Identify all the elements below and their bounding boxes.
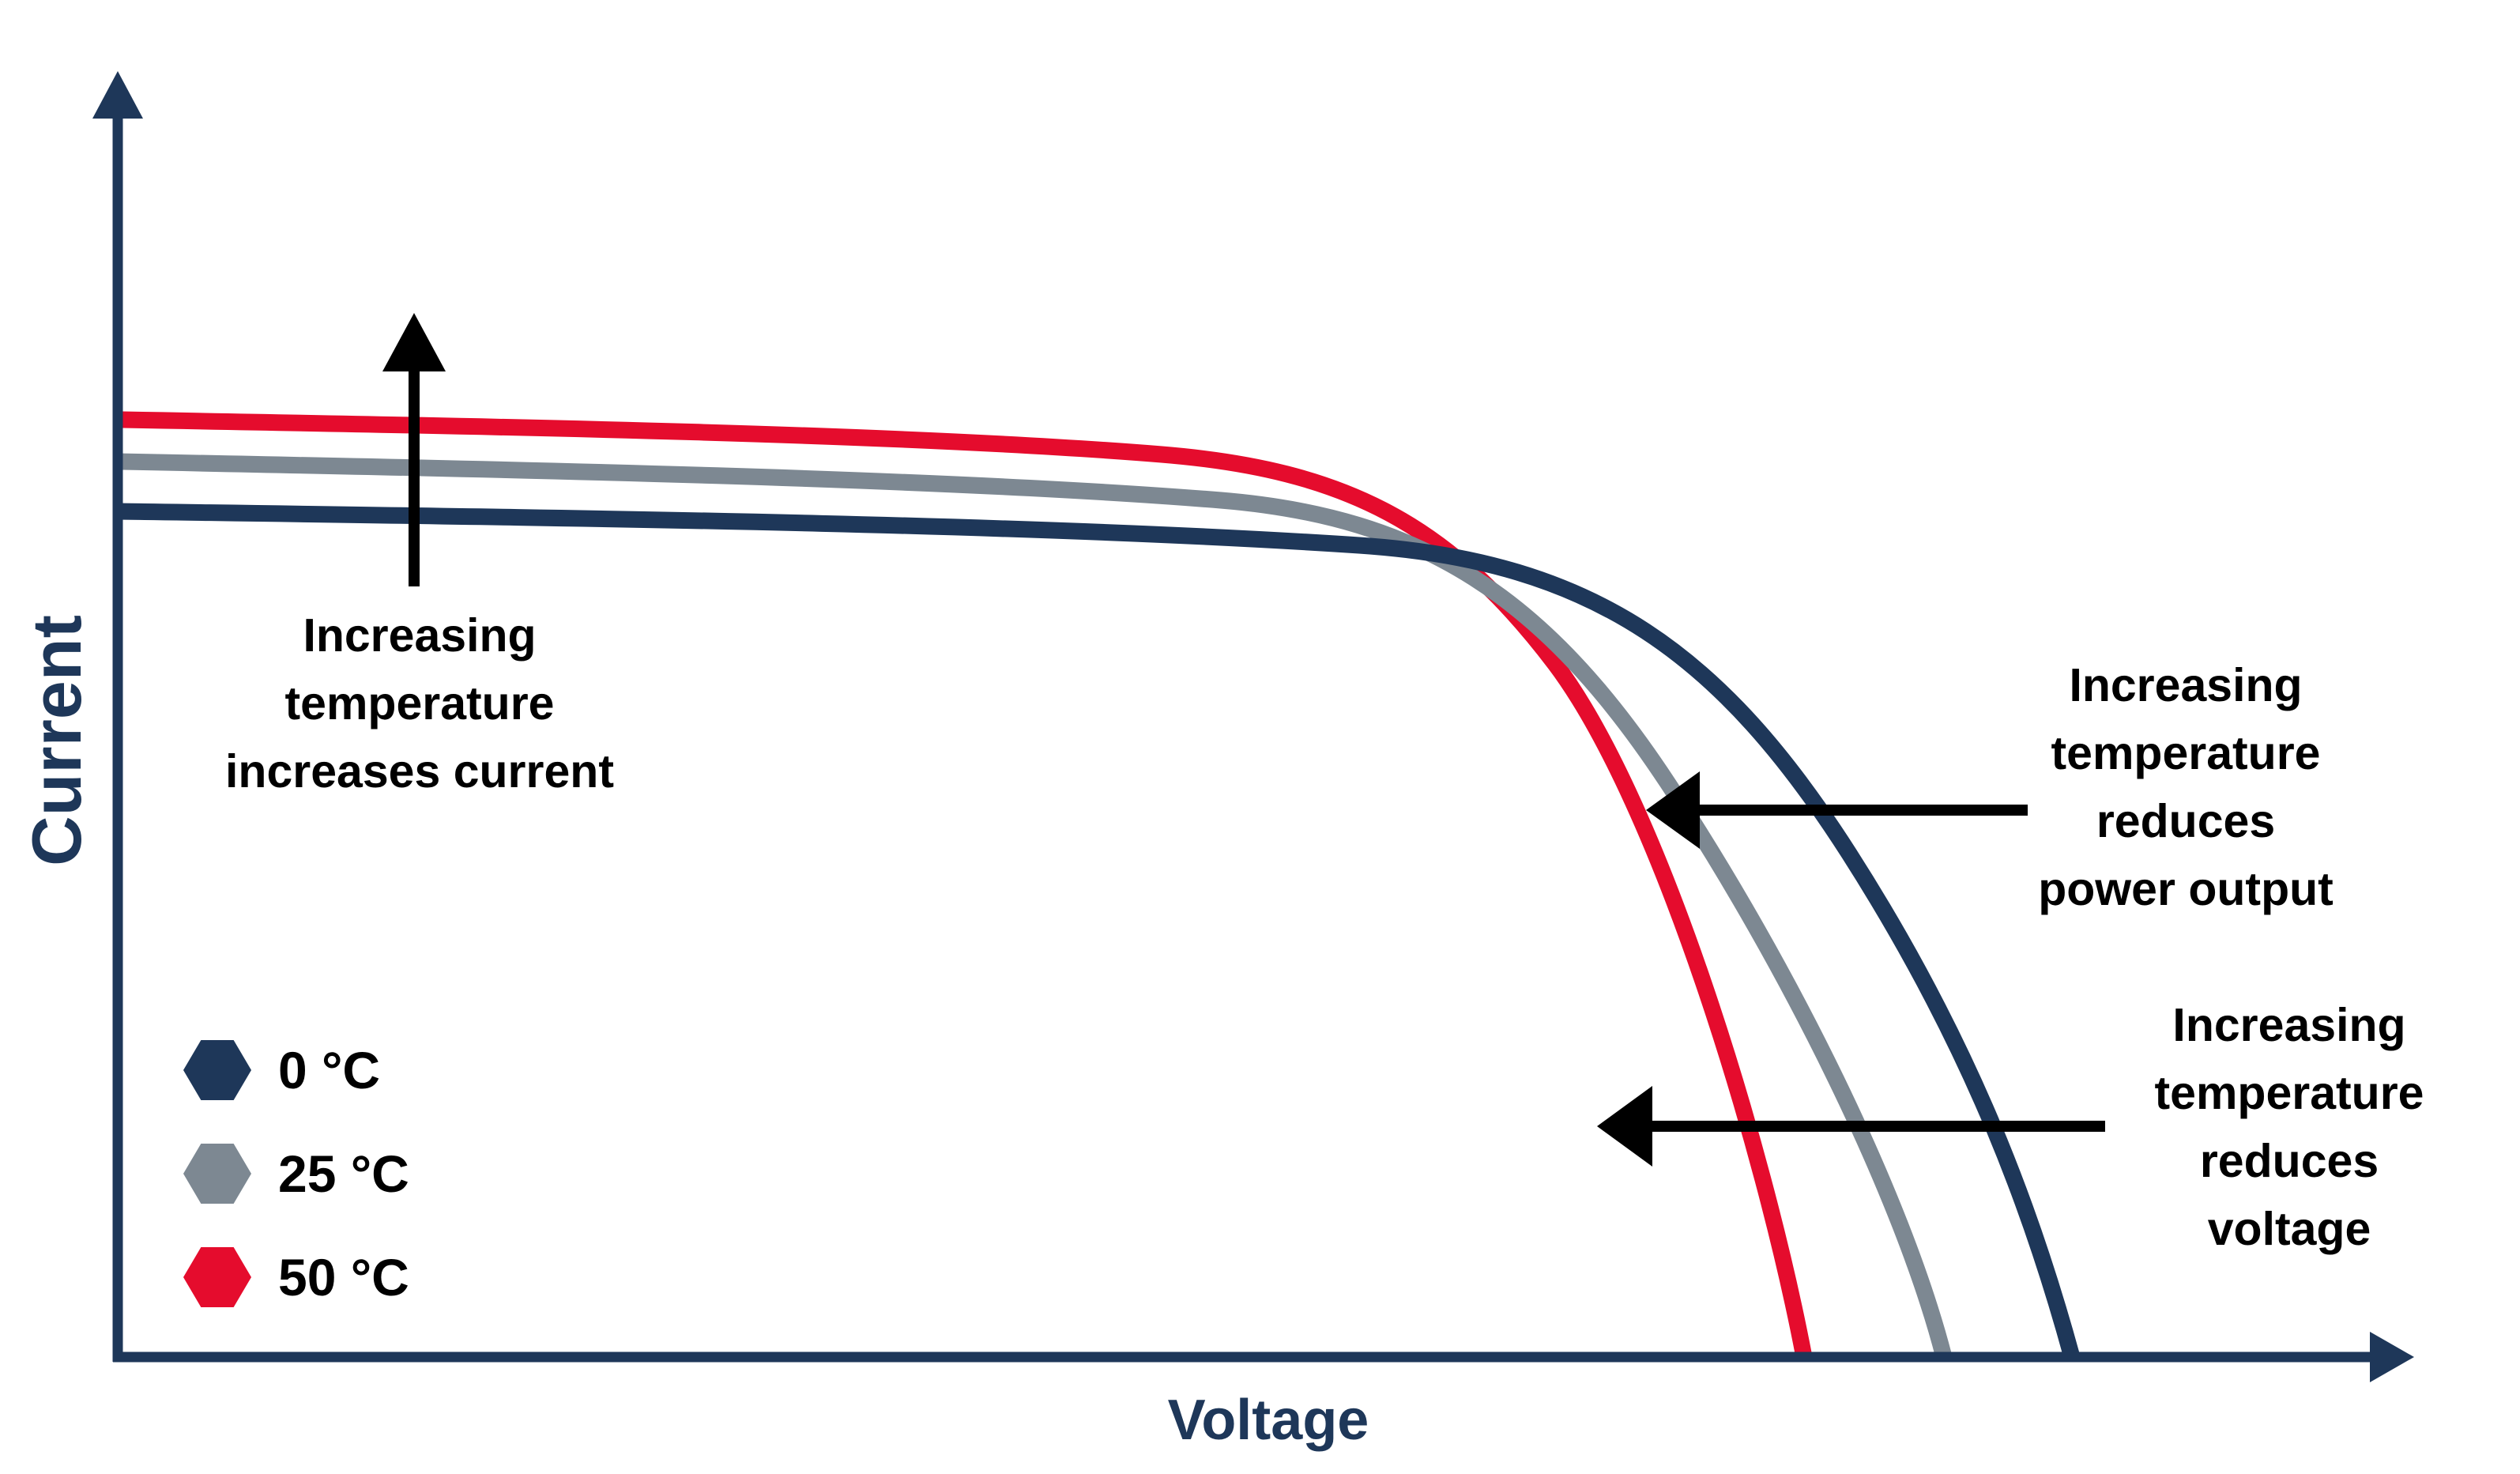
legend-item-50c: 50 °C (183, 1247, 409, 1307)
x-axis-label: Voltage (1167, 1389, 1369, 1452)
x-axis-arrowhead-icon (2370, 1332, 2414, 1382)
legend-label-0c: 0 °C (278, 1041, 381, 1099)
legend-item-0c: 0 °C (183, 1040, 409, 1100)
left-arrow-power-icon (1646, 771, 2028, 849)
legend-label-50c: 50 °C (278, 1248, 409, 1306)
curve-0c (119, 503, 2081, 1359)
x-axis (113, 1332, 2414, 1382)
y-axis (92, 71, 143, 1362)
up-arrow-icon (382, 313, 446, 586)
left-arrow-voltage-icon (1597, 1086, 2105, 1167)
legend-label-25c: 25 °C (278, 1144, 409, 1203)
annotation-reduces-voltage: Increasing temperature reduces voltage (2154, 999, 2424, 1255)
y-axis-arrowhead-icon (92, 71, 143, 119)
hexagon-marker-50c-icon (183, 1247, 251, 1307)
annotation-reduces-power-output: Increasing temperature reduces power out… (2038, 659, 2334, 915)
curve-50c (119, 411, 1813, 1359)
legend: 0 °C 25 °C 50 °C (183, 1040, 409, 1307)
y-axis-label: Current (17, 615, 96, 866)
hexagon-marker-0c-icon (183, 1040, 251, 1100)
legend-item-25c: 25 °C (183, 1144, 409, 1204)
curve-25c (119, 453, 1953, 1359)
hexagon-marker-25c-icon (183, 1144, 251, 1204)
annotation-increases-current: Increasing temperature increases current (225, 609, 614, 797)
